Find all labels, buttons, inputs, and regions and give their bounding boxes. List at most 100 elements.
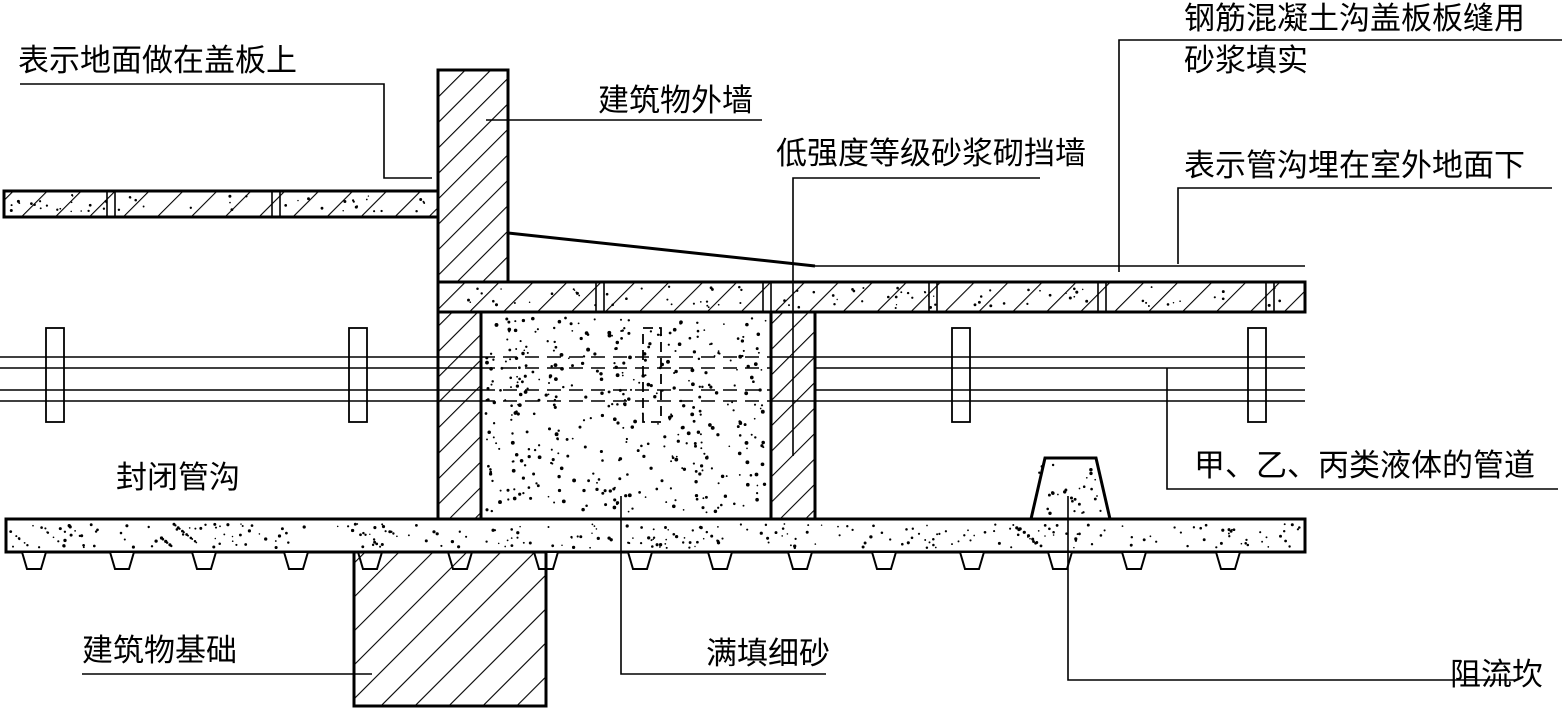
speckle [989,289,992,292]
speckle [562,385,565,389]
speckle [764,319,767,322]
speckle [742,504,745,507]
speckle [674,457,679,462]
speckle [691,529,694,532]
speckle [650,539,653,542]
speckle [710,534,714,538]
speckle [696,335,699,338]
speckle [753,362,758,366]
speckle [729,359,732,362]
speckle [632,378,635,381]
speckle [1055,523,1059,527]
speckle [1284,539,1287,543]
speckle [489,352,493,355]
speckle [630,425,635,429]
speckle [567,357,570,360]
speckle [489,366,493,371]
speckle [505,317,509,321]
speckle [789,544,792,547]
speckle [894,306,897,310]
speckle [723,494,728,498]
speckle [925,546,929,549]
speckle [513,302,516,304]
speckle [1221,528,1225,532]
speckle [529,496,533,500]
speckle [469,301,472,304]
speckle [1027,536,1029,538]
speckle [465,535,468,538]
speckle [547,427,552,431]
speckle [705,530,709,534]
speckle [1228,535,1231,538]
speckle [554,432,559,437]
speckle [690,412,695,417]
speckle [1082,485,1086,488]
speckle [625,437,629,441]
speckle [1172,302,1175,304]
speckle [614,365,618,370]
pipes [0,356,1305,402]
speckle [40,526,43,529]
speckle [1219,541,1223,545]
speckle [369,533,371,536]
speckle [359,533,362,537]
speckle [705,300,709,303]
speckle [604,503,608,507]
speckle [707,383,711,387]
speckle [510,528,513,531]
speckle [511,468,516,473]
speckle [181,533,185,536]
speckle [440,544,443,547]
speckle [838,534,841,537]
speckle [486,438,488,441]
speckle [521,318,526,323]
speckle [228,194,232,198]
speckle [407,534,410,537]
speckle [745,460,750,465]
speckle [511,414,513,416]
speckle [535,482,538,485]
speckle [742,335,745,338]
speckle [613,486,616,489]
speckle [599,449,603,454]
speckle [698,395,702,399]
speckle [658,543,663,547]
speckle [336,525,339,528]
speckle [774,531,778,535]
slab-tooth [1120,551,1148,570]
speckle [154,539,158,543]
speckle [642,352,647,356]
speckle [553,405,557,409]
speckle [641,374,645,378]
speckle [63,545,66,548]
speckle [361,545,365,549]
speckle [669,487,673,490]
speckle [80,534,84,538]
speckle [142,205,145,208]
speckle [523,464,527,467]
speckle [517,403,522,408]
speckle [753,417,756,420]
label-sand-fill: 满填细砂 [706,636,830,672]
slab-tooth [870,551,898,570]
speckle [626,473,629,476]
speckle [274,540,277,542]
speckle [833,302,836,306]
speckle [760,409,765,414]
speckle [736,368,738,371]
speckle [599,377,604,381]
speckle [504,545,507,548]
speckle [516,375,519,378]
speckle [566,454,570,458]
speckle [1204,523,1208,527]
speckle [523,374,527,378]
speckle [911,296,914,299]
speckle [1213,296,1216,299]
speckle [1017,528,1021,532]
speckle [750,433,753,436]
speckle [674,534,679,539]
speckle [1094,478,1097,481]
speckle [512,496,517,501]
speckle [587,479,590,483]
speckle [1288,545,1291,548]
